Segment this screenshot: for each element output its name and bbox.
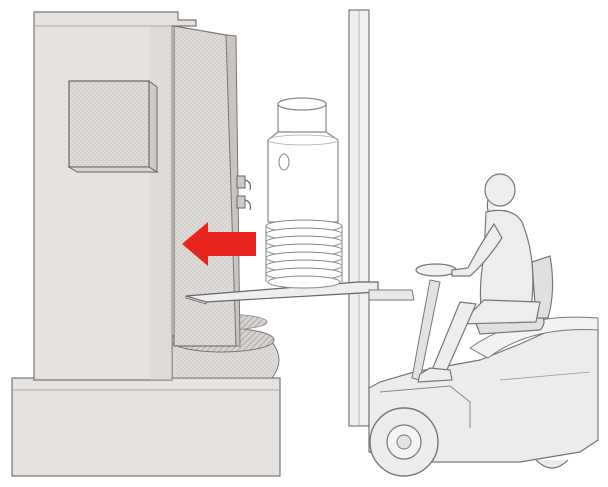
cylindrical-workpiece: [266, 98, 342, 288]
cabinet-base: [12, 378, 280, 476]
steering-wheel: [416, 264, 456, 276]
front-wheel: [370, 408, 438, 476]
control-panel: [69, 81, 149, 167]
forklift-mast: [349, 10, 369, 426]
rear-wheel: [536, 460, 568, 468]
door-handle: [237, 176, 250, 210]
port-icon: [279, 154, 289, 170]
bellows: [266, 220, 342, 288]
